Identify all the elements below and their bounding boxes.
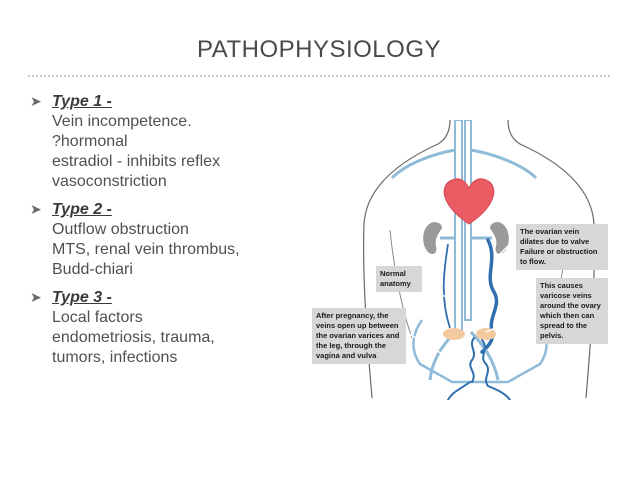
right-kidney	[490, 222, 509, 254]
pelvic-varices	[469, 337, 489, 387]
bullet-line: Outflow obstruction	[52, 221, 189, 238]
subclavian-vein	[470, 148, 538, 180]
pelvic-vein-anatomy-figure: Normal anatomy After pregnancy, the vein…	[302, 119, 622, 401]
bullet-line: estradiol - inhibits reflex	[52, 153, 221, 170]
vena-cava	[454, 119, 463, 336]
heart-icon	[443, 178, 495, 225]
callout-varicose: This causes varicose veins around the ov…	[536, 278, 608, 344]
anatomy-illustration	[363, 119, 595, 401]
callout-leader-line	[421, 284, 449, 299]
callout-leader-line	[485, 309, 537, 333]
iliac-vein	[469, 330, 500, 381]
bullet-line: Budd-chiari	[52, 261, 133, 278]
callout-leader-line	[405, 331, 463, 367]
arrow-bullet-icon: ➤	[30, 93, 42, 109]
bullet-line: Local factors	[52, 309, 143, 326]
left-ovary	[443, 328, 465, 340]
arrow-bullet-icon: ➤	[30, 201, 42, 217]
slide-title: PATHOPHYSIOLOGY	[197, 36, 441, 63]
callout-after-pregnancy: After pregnancy, the veins open up betwe…	[312, 308, 406, 364]
bullet-heading: Type 1 -	[52, 93, 112, 110]
bullet-line: tumors, infections	[52, 349, 178, 366]
bullet-item-type-1: ➤ Type 1 - Vein incompetence. ?hormonal …	[30, 92, 290, 192]
callout-normal-anatomy: Normal anatomy	[376, 266, 422, 292]
subclavian-vein	[390, 148, 456, 180]
bullet-line: endometriosis, trauma,	[52, 329, 215, 346]
left-kidney	[423, 222, 442, 254]
bullet-heading: Type 2 -	[52, 201, 112, 218]
title-divider	[28, 75, 610, 77]
bullet-list: ➤ Type 1 - Vein incompetence. ?hormonal …	[30, 92, 290, 376]
right-ovary	[476, 328, 496, 340]
bullet-line: vasoconstriction	[52, 173, 167, 190]
bullet-heading: Type 3 -	[52, 289, 112, 306]
bullet-line: Vein incompetence.	[52, 113, 192, 130]
normal-ovarian-vein	[442, 243, 451, 329]
bullet-line: MTS, renal vein thrombus,	[52, 241, 240, 258]
dilated-ovarian-vein	[480, 238, 499, 354]
bullet-item-type-2: ➤ Type 2 - Outflow obstruction MTS, rena…	[30, 200, 290, 280]
callout-ovarian-vein: The ovarian vein dilates due to valve Fa…	[516, 224, 608, 270]
callout-leader-line	[493, 237, 517, 261]
bullet-item-type-3: ➤ Type 3 - Local factors endometriosis, …	[30, 288, 290, 368]
bullet-line: ?hormonal	[52, 133, 128, 150]
leg-varices	[447, 381, 511, 401]
arrow-bullet-icon: ➤	[30, 289, 42, 305]
